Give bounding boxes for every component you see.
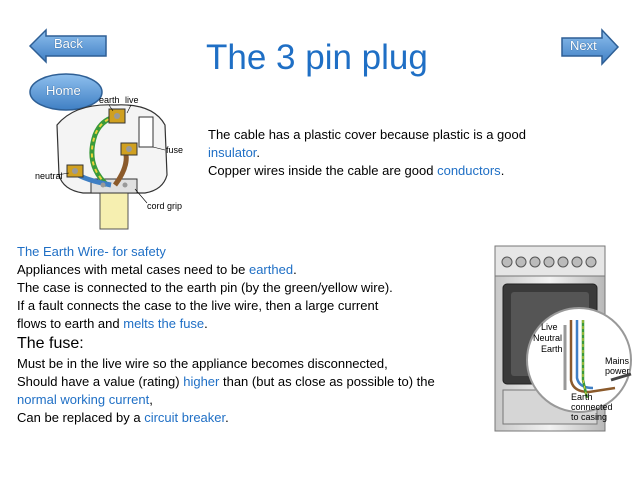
fuse-line-4: Can be replaced by a (17, 410, 145, 425)
earth-line-3: If a fault connects the case to the live… (17, 298, 379, 313)
cooker-label-mains: Mains (605, 356, 630, 366)
plug-label-fuse: fuse (166, 145, 183, 155)
fuse-line-4-end: . (225, 410, 229, 425)
back-arrow-icon (28, 28, 107, 64)
fuse-line-1: Must be in the live wire so the applianc… (17, 356, 388, 371)
back-button-label: Back (54, 36, 83, 51)
plug-label-neutral: neutral (35, 171, 63, 181)
earth-fuse-section: The Earth Wire- for safety Appliances wi… (17, 243, 487, 427)
home-oval-icon (29, 73, 103, 111)
plug-label-cord-grip: cord grip (147, 201, 182, 211)
next-button-label: Next (570, 38, 597, 53)
cable-paragraph: The cable has a plastic cover because pl… (208, 126, 568, 180)
higher-term: higher (183, 374, 220, 389)
earthed-term: earthed (248, 262, 294, 277)
insulator-term: insulator (208, 145, 257, 160)
melts-fuse-term: melts the fuse (123, 316, 205, 331)
cooker-label-to-casing: to casing (571, 412, 607, 422)
next-arrow-icon (561, 28, 620, 66)
circuit-breaker-term: circuit breaker (144, 410, 226, 425)
earth-line-2: The case is connected to the earth pin (… (17, 280, 393, 295)
fuse-line-2: Should have a value (rating) (17, 374, 184, 389)
cable-line-3-end: . (500, 163, 505, 178)
cable-line-1: The cable has a plastic cover because pl… (208, 127, 526, 142)
page-title: The 3 pin plug (206, 38, 428, 77)
earth-line-4: flows to earth and (17, 316, 124, 331)
back-button[interactable]: Back (28, 28, 108, 64)
earth-heading: The Earth Wire- for safety (17, 244, 166, 259)
cable-line-3: Copper wires inside the cable are good (208, 163, 438, 178)
earth-line-1: Appliances with metal cases need to be (17, 262, 249, 277)
home-button-label: Home (46, 83, 81, 98)
fuse-line-3-end: , (149, 392, 153, 407)
cooker-label-connected: connected (571, 402, 613, 412)
next-button[interactable]: Next (560, 28, 620, 66)
home-button[interactable]: Home (28, 72, 104, 112)
cooker-label-earth-connected: Earth (571, 392, 593, 402)
cooker-label-earth: Earth (541, 344, 563, 354)
conductors-term: conductors (437, 163, 501, 178)
earth-line-1-end: . (293, 262, 297, 277)
cooker-label-live: Live (541, 322, 558, 332)
cooker-diagram: Live Neutral Earth Mains power Earth con… (494, 245, 632, 432)
fuse-line-2-end: than (but as close as possible to) the (219, 374, 435, 389)
cooker-label-neutral: Neutral (533, 333, 562, 343)
cooker-label-power: power (605, 366, 630, 376)
cable-line-2-end: . (256, 145, 261, 160)
normal-current-term: normal working current (17, 392, 150, 407)
earth-line-4-end: . (204, 316, 208, 331)
fuse-heading: The fuse: (17, 335, 84, 352)
plug-label-earth: earth (99, 95, 120, 105)
plug-label-live: live (125, 95, 139, 105)
plug-diagram: earth live fuse neutral cord grip (35, 95, 183, 230)
